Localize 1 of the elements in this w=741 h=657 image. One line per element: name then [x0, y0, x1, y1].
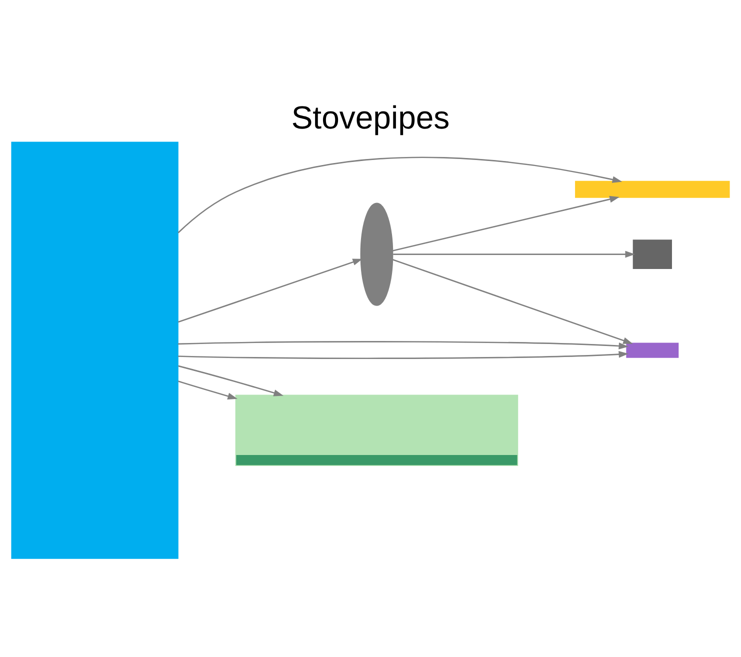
diagram-title: Stovepipes	[291, 99, 450, 136]
